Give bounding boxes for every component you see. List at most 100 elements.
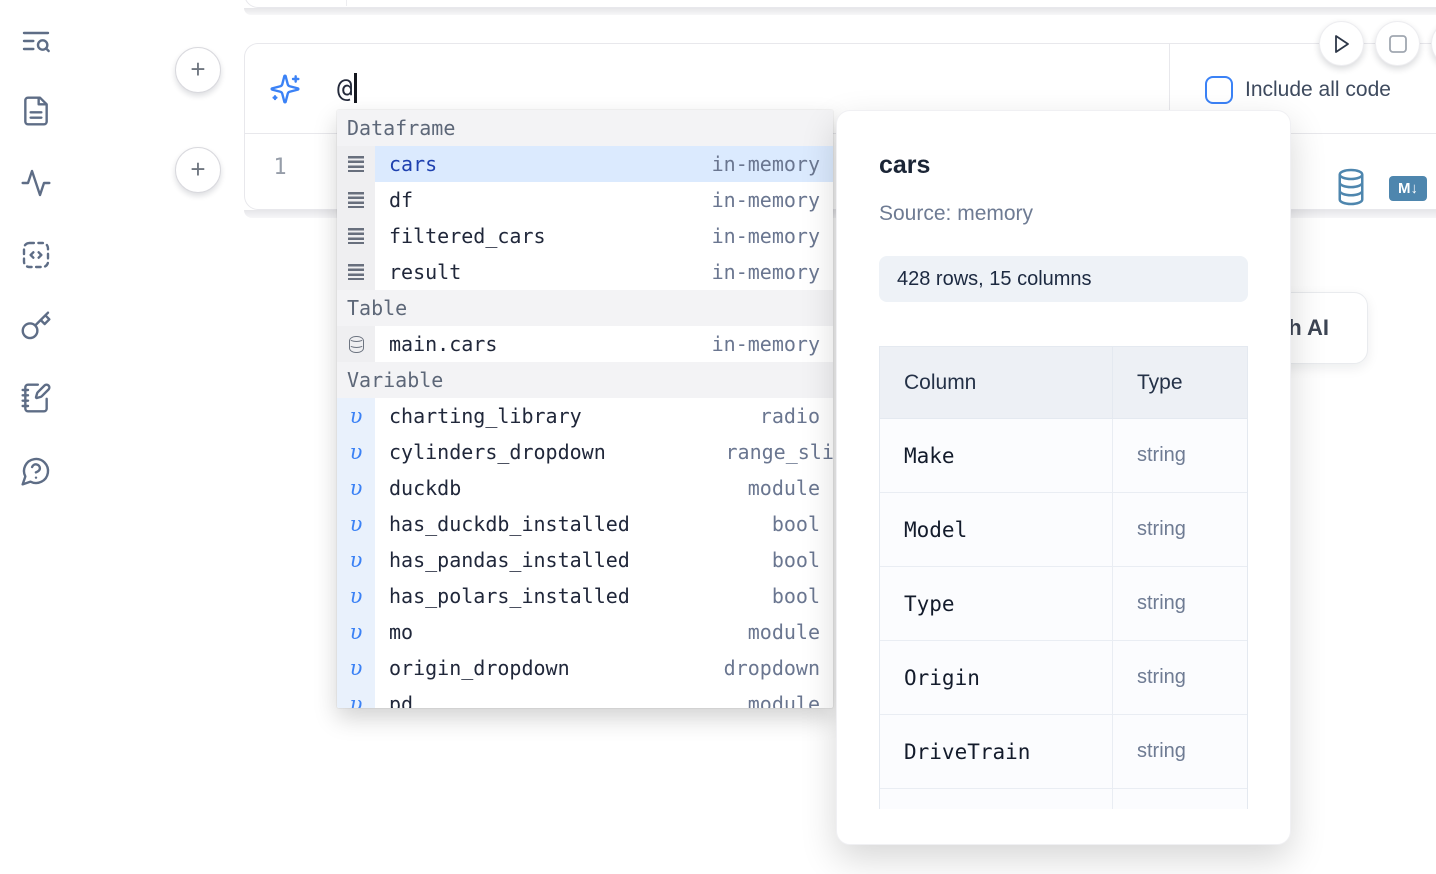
database-icon[interactable]	[1336, 168, 1366, 206]
prompt-value: @	[337, 74, 353, 104]
column-type-cell: string	[1137, 740, 1186, 762]
item-kind-icon	[337, 182, 375, 218]
stop-button[interactable]	[1375, 21, 1420, 66]
column-name-cell: Origin	[880, 641, 1113, 714]
item-name: cylinders_dropdown	[389, 440, 606, 464]
column-name-cell: Type	[880, 567, 1113, 640]
include-all-code-checkbox[interactable]	[1205, 76, 1233, 104]
table-row: Make string	[880, 419, 1247, 493]
text-search-icon[interactable]	[20, 25, 52, 57]
item-name: result	[389, 260, 462, 284]
autocomplete-item[interactable]: mo module	[337, 614, 833, 650]
item-name: origin_dropdown	[389, 656, 570, 680]
item-type: in-memory	[711, 332, 820, 356]
item-type: in-memory	[711, 188, 820, 212]
sidebar	[0, 0, 72, 874]
autocomplete-section: Table main.cars in-memory	[337, 290, 833, 362]
item-kind-icon	[337, 398, 375, 434]
column-header: Column	[880, 347, 1113, 418]
item-kind-icon	[337, 506, 375, 542]
play-icon	[1334, 34, 1349, 53]
preview-source: Source: memory	[879, 202, 1034, 225]
autocomplete-item[interactable]: cylinders_dropdown range_slider	[337, 434, 833, 470]
section-header: Variable	[337, 362, 833, 398]
item-type: in-memory	[711, 224, 820, 248]
item-type: bool	[771, 584, 820, 608]
add-cell-above-button[interactable]: +	[175, 47, 221, 93]
item-type: module	[747, 692, 820, 708]
item-name: df	[389, 188, 414, 212]
item-name: main.cars	[389, 332, 498, 356]
autocomplete-item[interactable]: main.cars in-memory	[337, 326, 833, 362]
item-kind-icon	[337, 542, 375, 578]
item-type: dropdown	[723, 656, 820, 680]
item-type: module	[747, 620, 820, 644]
item-type: range_slider	[725, 440, 834, 464]
autocomplete-item[interactable]: origin_dropdown dropdown	[337, 650, 833, 686]
item-kind-icon	[337, 614, 375, 650]
column-type-cell: string	[1137, 518, 1186, 540]
item-kind-icon	[337, 686, 375, 708]
item-kind-icon	[337, 254, 375, 290]
item-kind-icon	[337, 218, 375, 254]
notebook-pen-icon[interactable]	[20, 382, 52, 414]
item-kind-icon	[337, 650, 375, 686]
text-cursor	[353, 73, 357, 103]
add-cell-below-button[interactable]: +	[175, 147, 221, 193]
autocomplete-item[interactable]: filtered_cars in-memory	[337, 218, 833, 254]
item-type: radio	[759, 404, 820, 428]
file-document-icon[interactable]	[20, 95, 52, 127]
item-kind-icon	[337, 326, 375, 362]
item-name: cars	[389, 152, 438, 176]
gutter-divider	[346, 0, 347, 6]
previous-cell-shadow	[244, 8, 1436, 15]
code-editor-row[interactable]: 1	[245, 135, 1436, 210]
column-name-cell: Make	[880, 419, 1113, 492]
sparkles-icon	[269, 73, 301, 105]
item-kind-icon	[337, 434, 375, 470]
item-type: bool	[771, 512, 820, 536]
table-row: Model string	[880, 493, 1247, 567]
autocomplete-item[interactable]: duckdb module	[337, 470, 833, 506]
item-kind-icon	[337, 578, 375, 614]
run-cell-button[interactable]	[1319, 21, 1364, 66]
item-name: filtered_cars	[389, 224, 546, 248]
markdown-icon[interactable]: M↓	[1389, 176, 1427, 201]
code-snippets-icon[interactable]	[20, 239, 52, 271]
item-name: duckdb	[389, 476, 462, 500]
column-name-cell	[880, 789, 1113, 809]
item-name: pd	[389, 692, 414, 708]
key-icon[interactable]	[20, 310, 52, 342]
item-type: module	[747, 476, 820, 500]
table-row: Type string	[880, 567, 1247, 641]
item-name: mo	[389, 620, 414, 644]
item-type: bool	[771, 548, 820, 572]
section-header: Table	[337, 290, 833, 326]
schema-table-header: Column Type	[880, 347, 1247, 419]
autocomplete-item[interactable]: pd module	[337, 686, 833, 708]
divider	[1169, 44, 1170, 134]
column-name-cell: Model	[880, 493, 1113, 566]
autocomplete-item[interactable]: result in-memory	[337, 254, 833, 290]
activity-icon[interactable]	[20, 167, 52, 199]
column-type-cell: string	[1137, 444, 1186, 466]
shape-badge: 428 rows, 15 columns	[879, 256, 1248, 302]
table-row: Origin string	[880, 641, 1247, 715]
column-name-cell: DriveTrain	[880, 715, 1113, 788]
table-row: DriveTrain string	[880, 715, 1247, 789]
item-type: in-memory	[711, 260, 820, 284]
autocomplete-item[interactable]: df in-memory	[337, 182, 833, 218]
include-all-code-label: Include all code	[1245, 78, 1391, 101]
help-chat-icon[interactable]	[20, 455, 52, 487]
ai-prompt-input[interactable]: @	[337, 73, 357, 105]
schema-table: Column Type Make string Model string Typ…	[879, 346, 1248, 809]
